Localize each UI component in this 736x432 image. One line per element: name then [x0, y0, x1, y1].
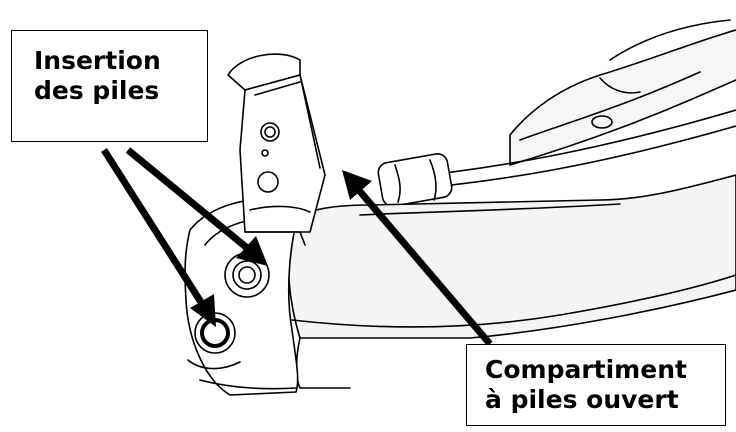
- callout-battery-insertion-line1: Insertion: [34, 46, 161, 75]
- device-handle: [509, 19, 736, 166]
- callout-open-compartment-line1: Compartiment: [485, 355, 687, 384]
- arrow-to-compartment: [342, 170, 493, 347]
- callout-arrows: [101, 147, 493, 347]
- arrow-to-lower-battery: [101, 148, 216, 327]
- open-lid: [227, 53, 326, 246]
- arrow-to-upper-battery: [125, 147, 268, 266]
- callout-battery-insertion-line2: des piles: [34, 76, 160, 105]
- callout-open-compartment-line2: à piles ouvert: [485, 385, 679, 414]
- cable: [377, 109, 736, 207]
- callout-battery-insertion: Insertion des piles: [11, 30, 208, 142]
- battery-compartment: [184, 197, 301, 396]
- callout-open-compartment: Compartiment à piles ouvert: [466, 344, 726, 426]
